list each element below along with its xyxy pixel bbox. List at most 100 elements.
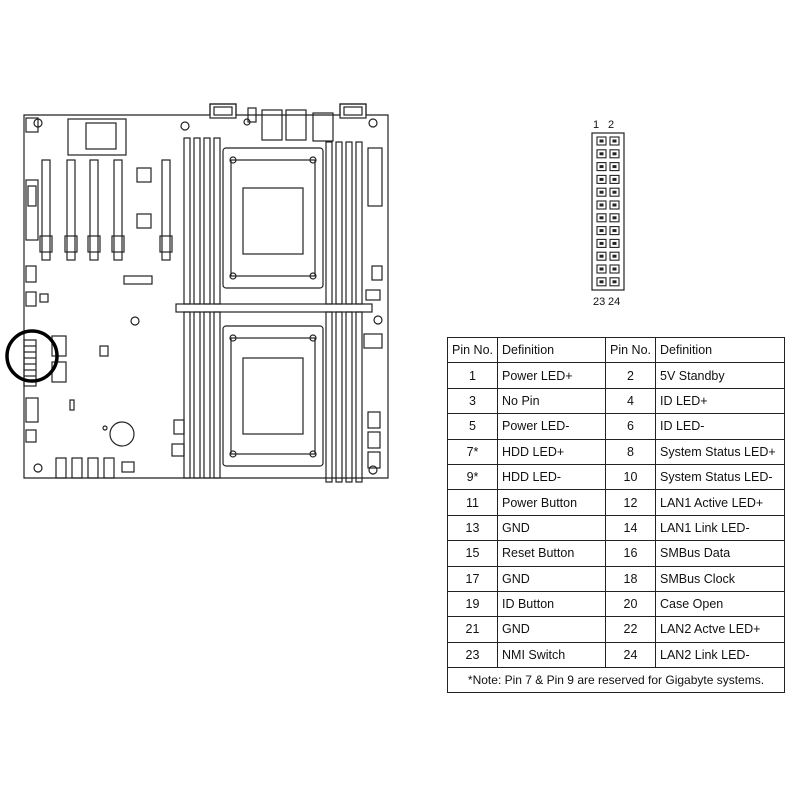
pin-definition-odd: NMI Switch bbox=[497, 641, 606, 669]
pin-definition-odd: Power LED+ bbox=[497, 362, 606, 389]
pin-contact bbox=[599, 254, 604, 258]
pin-contact bbox=[599, 280, 604, 284]
pin-square bbox=[609, 213, 620, 223]
pin-number-even: 16 bbox=[605, 540, 656, 567]
pin-definition-even: ID LED+ bbox=[655, 387, 785, 415]
pin-contact bbox=[612, 165, 617, 169]
mgmt-lan-port bbox=[312, 112, 334, 142]
pin-number-even: 10 bbox=[605, 463, 656, 491]
pin-label-bottom-right: 24 bbox=[608, 296, 620, 308]
pin-square bbox=[596, 213, 607, 223]
pin-contact bbox=[599, 267, 604, 271]
com-connector bbox=[339, 103, 367, 119]
pin-square bbox=[596, 238, 607, 248]
pin-contact bbox=[612, 203, 617, 207]
pin-number-odd: 7* bbox=[447, 438, 498, 465]
pin-contact bbox=[599, 177, 604, 181]
pin-square bbox=[609, 277, 620, 287]
pin-number-even: 14 bbox=[605, 514, 656, 542]
pin-contact bbox=[599, 216, 604, 220]
cpu-socket-1 bbox=[222, 147, 324, 289]
pin-square bbox=[596, 264, 607, 274]
pin-square bbox=[609, 162, 620, 172]
pin-number-odd: 3 bbox=[447, 387, 498, 415]
atx-power-connector bbox=[367, 147, 383, 207]
pin-definition-even: LAN1 Active LED+ bbox=[655, 489, 785, 516]
pin-contact bbox=[612, 229, 617, 233]
cpu-socket-2 bbox=[222, 325, 324, 467]
pin-contact bbox=[599, 229, 604, 233]
pin-definition-odd: Power LED- bbox=[497, 413, 606, 440]
header-definition-2: Definition bbox=[655, 336, 785, 364]
vga-connector bbox=[209, 103, 237, 119]
pin-definition-even: LAN2 Actve LED+ bbox=[655, 616, 785, 643]
pin-square bbox=[596, 174, 607, 184]
pin-square bbox=[609, 149, 620, 159]
pin-number-even: 20 bbox=[605, 590, 656, 618]
pin-square bbox=[596, 251, 607, 261]
pin-number-odd: 1 bbox=[447, 362, 498, 389]
m2-slot bbox=[123, 275, 153, 285]
pin-square bbox=[596, 187, 607, 197]
sata-ports bbox=[55, 457, 115, 479]
table-header-row: Pin No. Definition Pin No. Definition bbox=[447, 336, 785, 364]
pin-number-even: 2 bbox=[605, 362, 656, 389]
pin-contact bbox=[599, 139, 604, 143]
pin-square bbox=[596, 277, 607, 287]
pin-label-bottom-left: 23 bbox=[593, 296, 605, 308]
pin-definition-even: 5V Standby bbox=[655, 362, 785, 389]
lan-port-2 bbox=[285, 109, 307, 141]
pin-contact bbox=[612, 280, 617, 284]
pin-contact bbox=[599, 165, 604, 169]
front-panel-highlight-circle bbox=[5, 329, 59, 383]
pin-contact bbox=[612, 190, 617, 194]
pin-number-odd: 15 bbox=[447, 540, 498, 567]
pin-contact bbox=[599, 190, 604, 194]
pin-label-top-right: 2 bbox=[608, 119, 614, 131]
pin-definition-odd: Reset Button bbox=[497, 540, 606, 567]
pin-square bbox=[596, 162, 607, 172]
cmos-battery bbox=[109, 421, 135, 447]
pin-number-even: 8 bbox=[605, 438, 656, 465]
pin-definition-odd: ID Button bbox=[497, 590, 606, 618]
pin-definition-odd: HDD LED+ bbox=[497, 438, 606, 465]
lan-port-1 bbox=[261, 109, 283, 141]
pin-definition-odd: GND bbox=[497, 514, 606, 542]
pin-contact bbox=[612, 241, 617, 245]
pin-square bbox=[596, 200, 607, 210]
pin-grid bbox=[596, 136, 620, 287]
pin-square bbox=[609, 200, 620, 210]
pin-number-even: 24 bbox=[605, 641, 656, 669]
front-panel-header bbox=[23, 339, 37, 387]
pin-contact bbox=[599, 203, 604, 207]
pin-definition-even: System Status LED+ bbox=[655, 438, 785, 465]
pin-definition-odd: GND bbox=[497, 565, 606, 592]
pin-contact bbox=[599, 241, 604, 245]
usb-port bbox=[247, 107, 257, 123]
dimm-slots-cpu1 bbox=[183, 137, 363, 305]
pin-contact bbox=[612, 177, 617, 181]
pin-number-even: 6 bbox=[605, 413, 656, 440]
pin-square bbox=[609, 226, 620, 236]
pin-number-odd: 11 bbox=[447, 489, 498, 516]
pin-definition-odd: Power Button bbox=[497, 489, 606, 516]
pin-square bbox=[609, 264, 620, 274]
pin-definition-even: ID LED- bbox=[655, 413, 785, 440]
pin-number-even: 12 bbox=[605, 489, 656, 516]
pin-contact bbox=[612, 254, 617, 258]
pin-definition-even: System Status LED- bbox=[655, 463, 785, 491]
pin-number-odd: 5 bbox=[447, 413, 498, 440]
pin-contact bbox=[612, 216, 617, 220]
pin-square bbox=[609, 136, 620, 146]
